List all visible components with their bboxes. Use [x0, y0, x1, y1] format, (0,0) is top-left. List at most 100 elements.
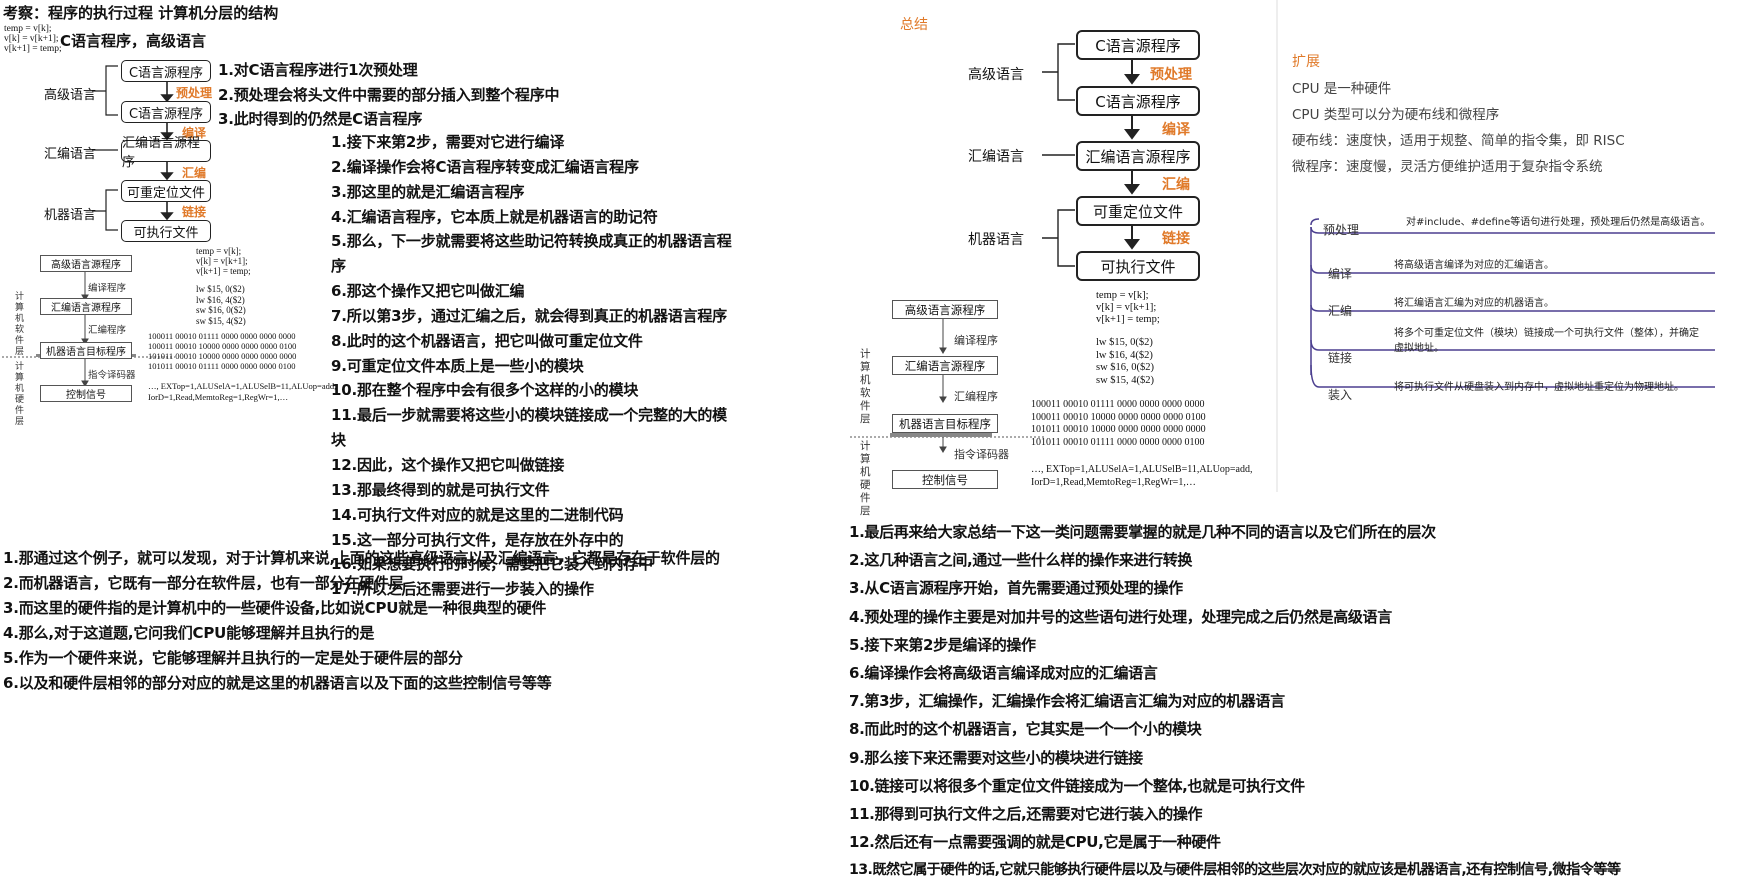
small-box-asm: 汇编语言源程序 — [40, 298, 132, 315]
op-assemble: 汇编 — [182, 166, 207, 180]
right-small-code-signals: …, EXTop=1,ALUSelA=1,ALUSelB=11,ALUop=ad… — [1031, 464, 1253, 488]
note-d-12: 12.然后还有一点需要强调的就是CPU,它是属于一种硬件 — [849, 833, 1221, 852]
note-c-4: 4.那么,对于这道题,它问我们CPU能够理解并且执行的是 — [3, 624, 375, 642]
note-c-1: 1.那通过这个例子，就可以发现，对于计算机来说,上面的这些高级语言以及汇编语言，… — [3, 549, 720, 567]
mindmap-node-preprocess: 预处理 — [1323, 223, 1360, 237]
note-b-10: 10.那在整个程序中会有很多个这样的小的模块 — [331, 381, 639, 400]
note-b-7: 7.所以第3步，通过汇编之后，就会得到真正的机器语言程序 — [331, 306, 727, 325]
box-asm-source: 汇编语言源程序 — [121, 136, 211, 170]
small-arrow-assemble: 汇编程序 — [88, 326, 127, 336]
note-d-2: 2.这几种语言之间,通过一些什么样的操作来进行转换 — [849, 551, 1193, 570]
extension-line-4: 微程序：速度慢，灵活方便维护适用于复杂指令系统 — [1292, 159, 1603, 175]
panel-divider — [1276, 0, 1278, 492]
extension-line-2: CPU 类型可以分为硬布线和微程序 — [1292, 107, 1500, 123]
mindmap-text-link-1: 将多个可重定位文件（模块）链接成一个可执行文件（整体），并确定 — [1394, 328, 1699, 339]
right-small-arrow-assemble: 汇编程序 — [954, 391, 998, 403]
summary-title: 总结 — [900, 17, 928, 33]
right-software-layer-label: 计算机软件层 — [860, 348, 871, 425]
right-small-code-asm: lw $15, 0($2)lw $16, 4($2)sw $16, 0($2)s… — [1096, 337, 1155, 386]
mindmap-node-link: 链接 — [1328, 351, 1353, 365]
note-b-16: 16.如果想要执行的时候，需要把它装入到内存中 — [331, 555, 653, 574]
note-b-9: 9.可重定位文件本质上是一些小的模块 — [331, 356, 584, 375]
box-relocatable: 可重定位文件 — [121, 180, 211, 202]
note-d-5: 5.接下来第2步是编译的操作 — [849, 635, 1036, 654]
summary-box-c-source-2: C语言源程序 — [1076, 86, 1200, 116]
mindmap-lines — [1310, 218, 1715, 388]
note-b-17: 17.所以之后还需要进行一步装入的操作 — [331, 580, 594, 599]
software-layer-label: 计算机软件层 — [15, 292, 25, 357]
note-d-13: 13.既然它属于硬件的话,它就只能够执行硬件层以及与硬件层相邻的这些层次对应的就… — [849, 862, 1621, 879]
note-a-2: 2.预处理会将头文件中需要的部分插入到整个程序中 — [218, 86, 560, 104]
page-title: 考察：程序的执行过程 计算机分层的结构 — [3, 4, 279, 22]
box-c-source: C语言源程序 — [121, 60, 211, 82]
small-box-high: 高级语言源程序 — [40, 255, 132, 272]
small-box-control: 控制信号 — [40, 385, 132, 402]
summary-layer-high: 高级语言 — [968, 67, 1024, 83]
layer-label-asm: 汇编语言 — [44, 147, 97, 162]
extension-title: 扩展 — [1292, 54, 1320, 70]
note-a-1: 1.对C语言程序进行1次预处理 — [218, 61, 418, 79]
note-d-6: 6.编译操作会将高级语言编译成对应的汇编语言 — [849, 664, 1158, 683]
layer-label-machine: 机器语言 — [44, 208, 97, 223]
note-b-15: 15.这一部分可执行文件，是存放在外存中的 — [331, 530, 624, 549]
mindmap-text-link-2: 虚拟地址。 — [1394, 343, 1444, 354]
notes-b: 1.接下来第2步，需要对它进行编译 2.编译操作会将C语言程序转变成汇编语言程序… — [331, 130, 741, 602]
summary-box-c-source: C语言源程序 — [1076, 30, 1200, 60]
note-c-3: 3.而这里的硬件指的是计算机中的一些硬件设备,比如说CPU就是一种很典型的硬件 — [3, 599, 547, 617]
note-b-13: 13.那最终得到的就是可执行文件 — [331, 480, 550, 499]
mindmap-text-compile: 将高级语言编译为对应的汇编语言。 — [1394, 260, 1554, 271]
note-a-3: 3.此时得到的仍然是C语言程序 — [218, 110, 423, 128]
summary-box-executable: 可执行文件 — [1076, 251, 1200, 281]
note-b-11: 11.最后一步就需要将这些小的模块链接成一个完整的大的模块 — [331, 406, 727, 450]
note-d-9: 9.那么接下来还需要对这些小的模块进行链接 — [849, 748, 1143, 767]
box-c-source-2: C语言源程序 — [121, 101, 211, 123]
notes-c: 1.那通过这个例子，就可以发现，对于计算机来说,上面的这些高级语言以及汇编语言，… — [3, 546, 763, 696]
right-small-box-high: 高级语言源程序 — [892, 300, 998, 319]
note-b-12: 12.因此，这个操作又把它叫做链接 — [331, 455, 565, 474]
right-small-box-asm: 汇编语言源程序 — [892, 356, 998, 375]
summary-box-relocatable: 可重定位文件 — [1076, 196, 1200, 226]
small-code-high: temp = v[k];v[k] = v[k+1];v[k+1] = temp; — [196, 246, 251, 276]
note-c-2: 2.而机器语言，它既有一部分在软件层，也有一部分在硬件层 — [3, 574, 404, 592]
note-d-8: 8.而此时的这个机器语言，它其实是一个一个小的模块 — [849, 720, 1202, 739]
right-small-code-high: temp = v[k];v[k] = v[k+1];v[k+1] = temp; — [1096, 290, 1160, 325]
note-b-4: 4.汇编语言程序，它本质上就是机器语言的助记符 — [331, 207, 658, 226]
summary-layer-machine: 机器语言 — [968, 232, 1024, 248]
box-executable: 可执行文件 — [121, 220, 211, 242]
small-arrow-compile: 编译程序 — [88, 284, 127, 294]
op-link: 链接 — [182, 205, 207, 219]
mindmap-text-preprocess: 对#include、#define等语句进行处理，预处理后仍然是高级语言。 — [1406, 217, 1711, 228]
extension-line-1: CPU 是一种硬件 — [1292, 81, 1392, 97]
right-small-box-machine: 机器语言目标程序 — [892, 414, 998, 433]
note-d-7: 7.第3步，汇编操作，汇编操作会将汇编语言汇编为对应的机器语言 — [849, 692, 1285, 711]
op-compile: 编译 — [182, 126, 207, 140]
right-small-arrow-decoder: 指令译码器 — [954, 449, 1009, 461]
mindmap-node-assemble: 汇编 — [1328, 304, 1353, 318]
note-d-10: 10.链接可以将很多个重定位文件链接成为一个整体,也就是可执行文件 — [849, 776, 1305, 795]
small-box-machine: 机器语言目标程序 — [40, 342, 132, 359]
mindmap-node-compile: 编译 — [1328, 267, 1353, 281]
right-hardware-layer-label: 计算机硬件层 — [860, 440, 871, 517]
note-b-14: 14.可执行文件对应的就是这里的二进制代码 — [331, 505, 624, 524]
mindmap-text-load: 将可执行文件从硬盘装入到内存中，虚拟地址重定位为物理地址。 — [1394, 382, 1684, 393]
note-b-2: 2.编译操作会将C语言程序转变成汇编语言程序 — [331, 157, 639, 176]
op-preprocess: 预处理 — [176, 86, 213, 100]
note-b-3: 3.那这里的就是汇编语言程序 — [331, 182, 525, 201]
mindmap-node-load: 装入 — [1328, 388, 1353, 402]
summary-layer-asm: 汇编语言 — [968, 149, 1024, 165]
small-code-signals: …, EXTop=1,ALUSelA=1,ALUSelB=11,ALUop=ad… — [148, 381, 337, 402]
right-small-arrow-compile: 编译程序 — [954, 335, 998, 347]
header-subtitle: C语言程序，高级语言 — [60, 32, 207, 50]
note-d-4: 4.预处理的操作主要是对加井号的这些语句进行处理，处理完成之后仍然是高级语言 — [849, 607, 1392, 626]
summary-op-assemble: 汇编 — [1162, 177, 1190, 193]
right-small-box-control: 控制信号 — [892, 470, 998, 489]
summary-op-link: 链接 — [1162, 231, 1190, 247]
summary-op-compile: 编译 — [1162, 122, 1190, 138]
hardware-layer-label: 计算机硬件层 — [15, 362, 25, 427]
summary-op-preprocess: 预处理 — [1150, 67, 1192, 83]
note-b-5: 5.那么，下一步就需要将这些助记符转换成真正的机器语言程序 — [331, 232, 732, 276]
note-b-6: 6.那这个操作又把它叫做汇编 — [331, 282, 525, 301]
left-flow-lines — [92, 65, 174, 231]
